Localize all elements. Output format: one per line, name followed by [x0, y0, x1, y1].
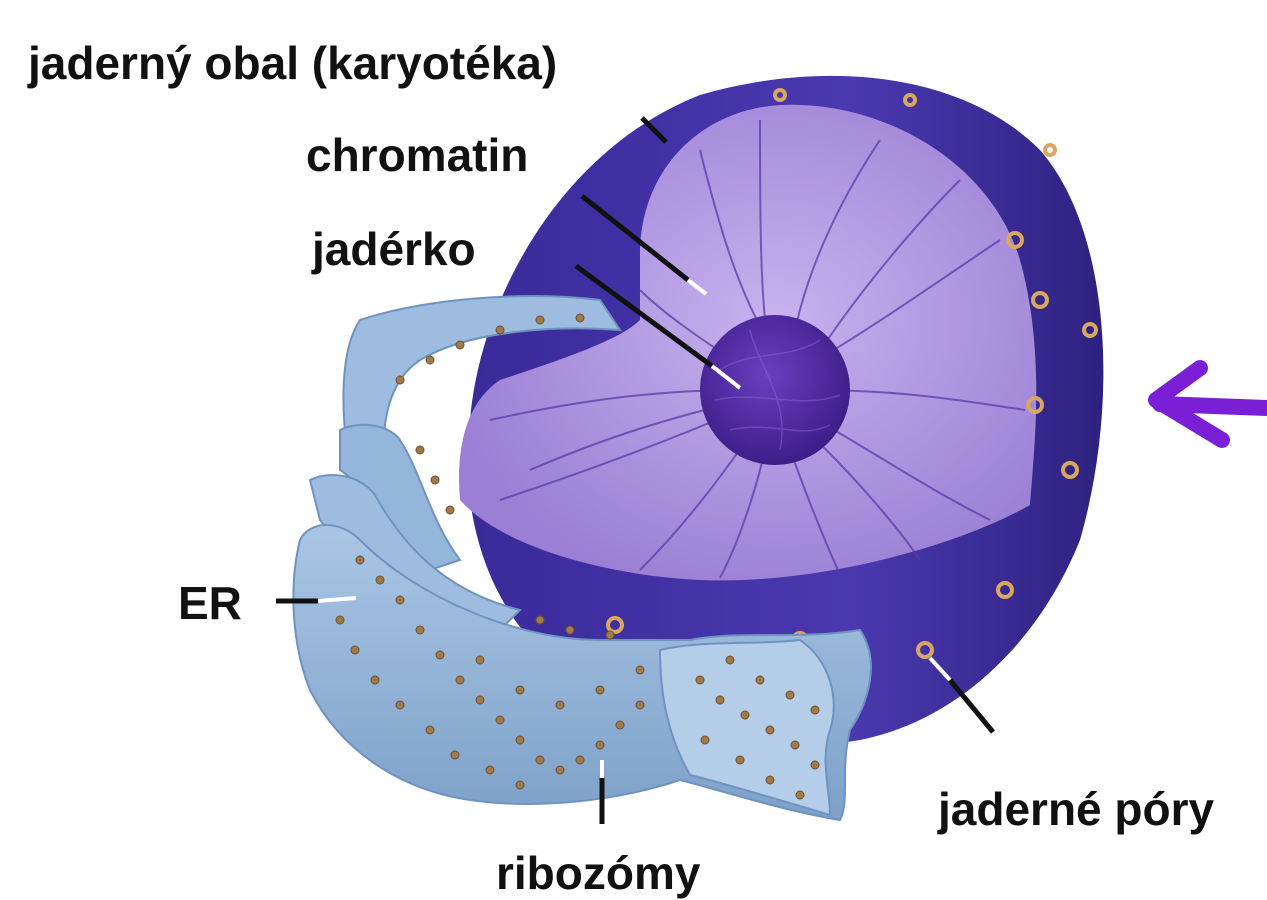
label-nucleolus: jadérko — [312, 226, 476, 272]
label-nuclear-envelope: jaderný obal (karyotéka) — [28, 40, 557, 86]
nucleolus — [700, 315, 850, 465]
label-er: ER — [178, 580, 242, 626]
label-chromatin: chromatin — [306, 132, 528, 178]
label-nuclear-pores: jaderné póry — [938, 786, 1214, 832]
label-ribosomes: ribozómy — [496, 850, 700, 896]
purple-left-arrow-icon — [1156, 368, 1267, 440]
er-sheet-front-fold — [660, 640, 834, 815]
